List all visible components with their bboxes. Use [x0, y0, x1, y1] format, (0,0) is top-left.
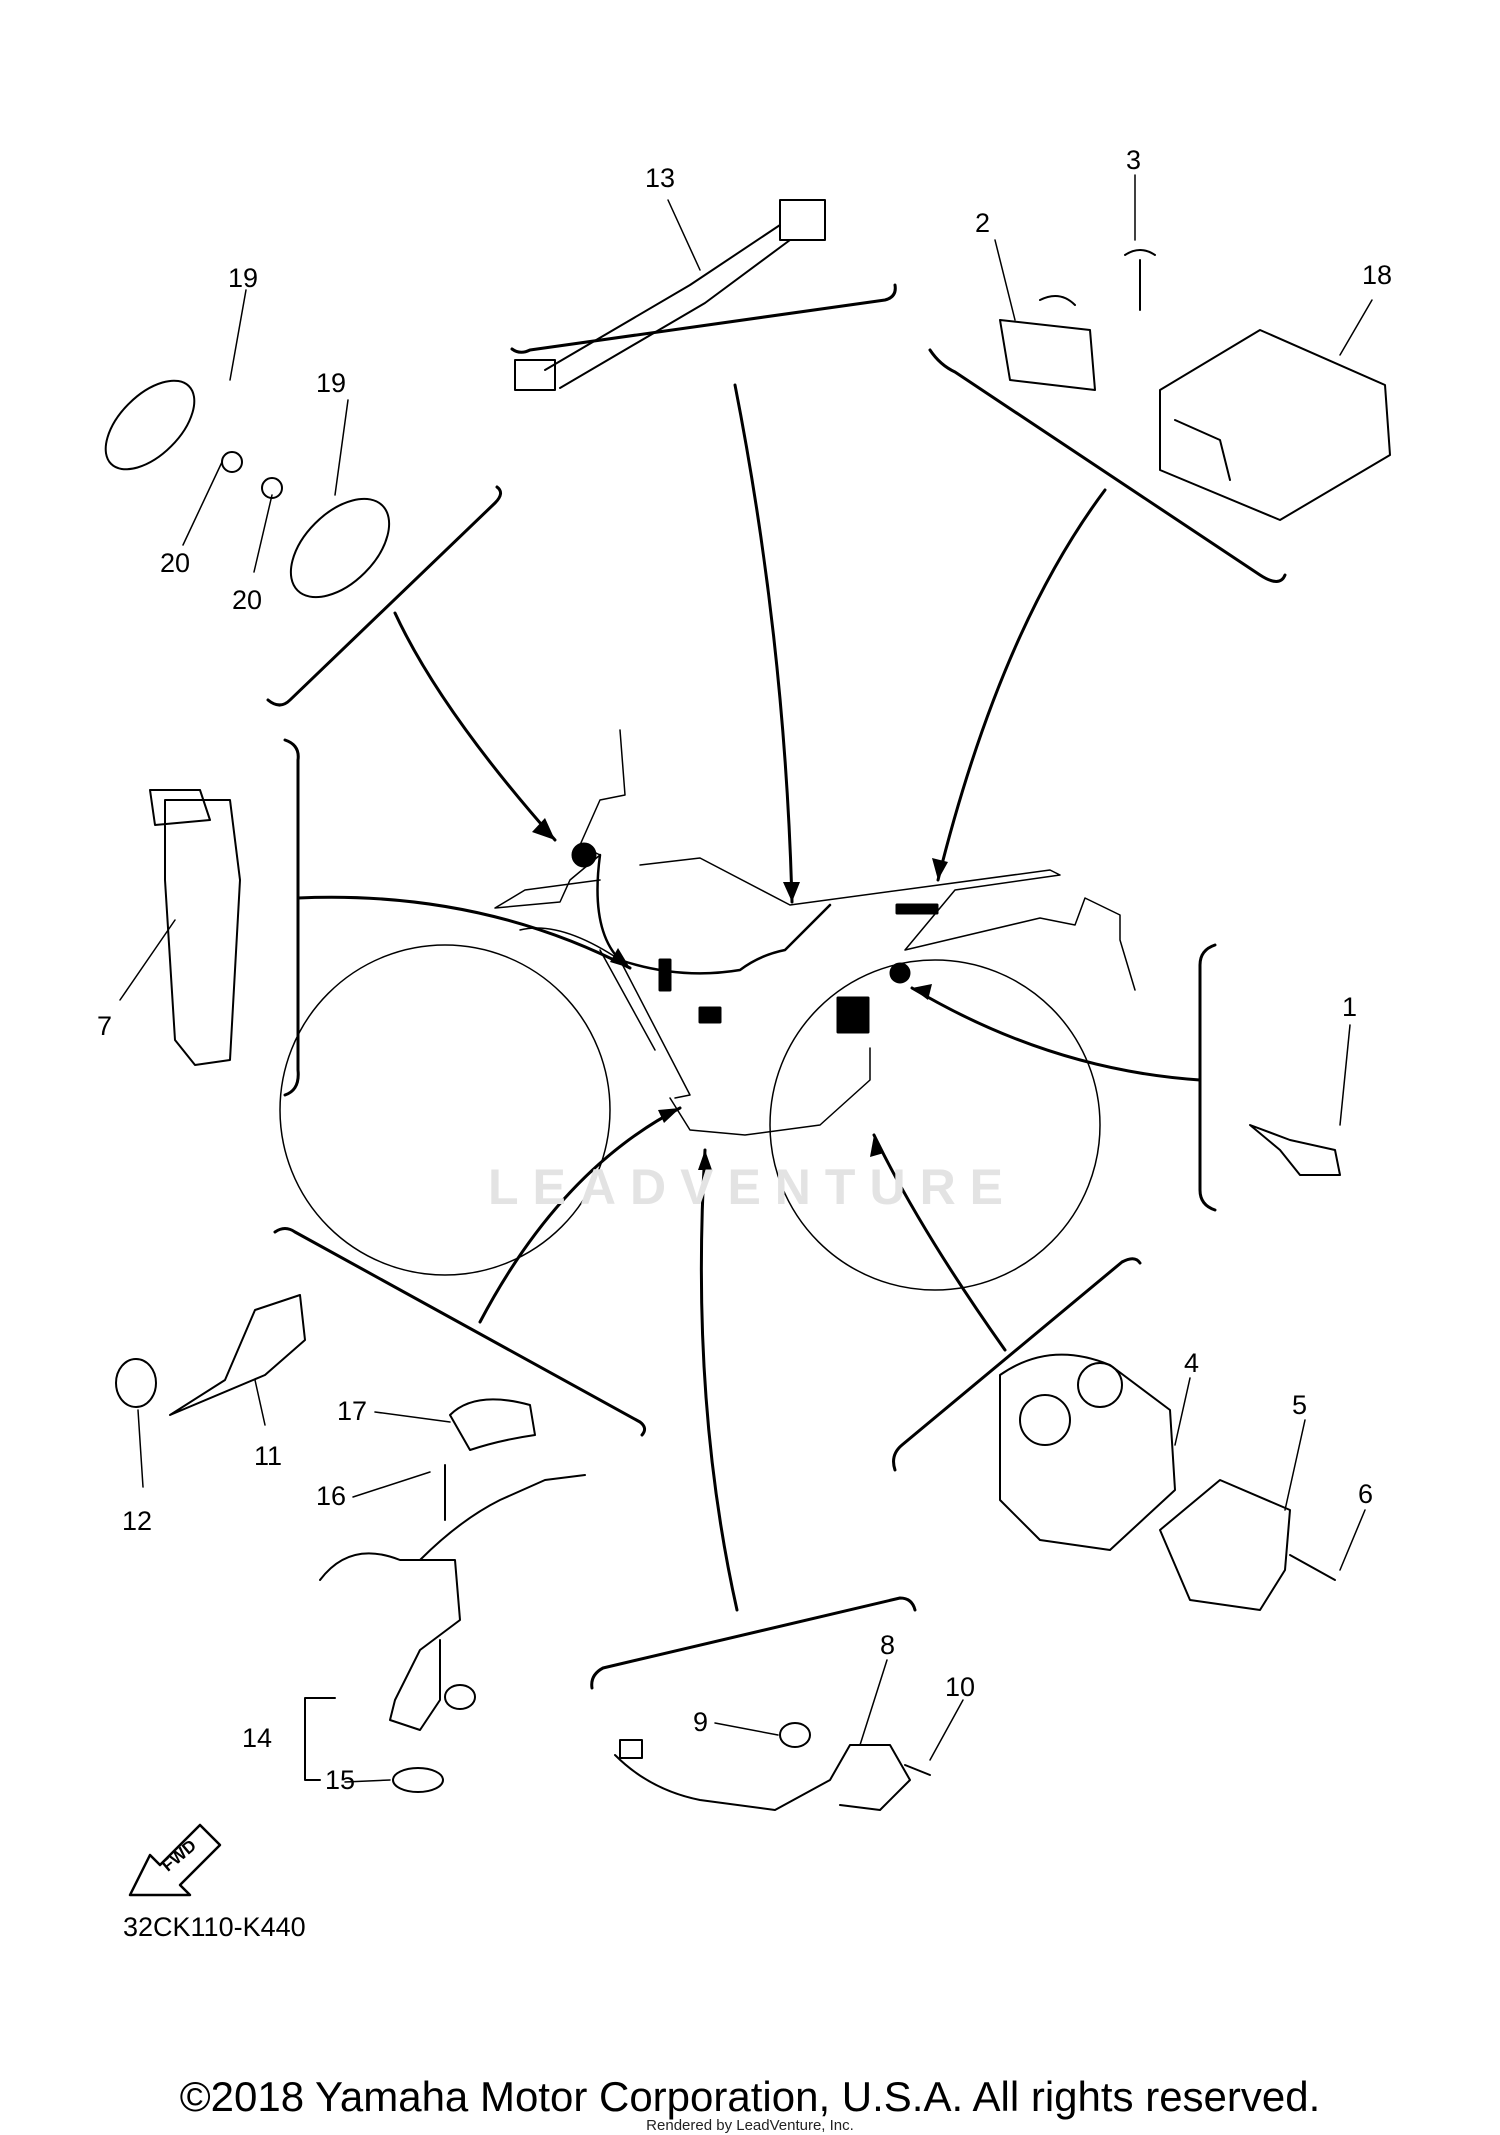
arrowhead-13	[783, 882, 800, 902]
part-11-sensor	[169, 1294, 306, 1416]
callout-20a: 20	[160, 548, 191, 578]
leader-4	[872, 1133, 1007, 1352]
part-8-sensor	[614, 1744, 911, 1811]
bracket-18	[928, 348, 1287, 583]
callout-12: 12	[122, 1506, 153, 1536]
arrowhead-7	[610, 948, 630, 968]
callout-13: 13	[645, 163, 676, 193]
arrowhead-8	[698, 1150, 712, 1170]
part-18-ecu	[1159, 329, 1391, 521]
diagram-code: 32CK110-K440	[123, 1912, 306, 1942]
leader-18	[936, 488, 1107, 882]
callout-19b: 19	[316, 368, 347, 398]
part-17-clamp	[449, 1398, 536, 1451]
callout-14-bracket	[304, 1697, 336, 1781]
callout-18: 18	[1362, 260, 1393, 290]
part-19b-reflector	[289, 497, 391, 599]
callout-8: 8	[880, 1630, 896, 1660]
bracket-8	[590, 1596, 917, 1690]
part-1-sensor	[1249, 1124, 1341, 1176]
arrowhead-11	[658, 1108, 680, 1123]
part-15-oring	[392, 1767, 444, 1793]
rear-wheel	[769, 959, 1101, 1291]
part-3-screw	[1124, 249, 1156, 311]
part-5-sensor	[1159, 1479, 1291, 1611]
part-10-bolt	[904, 1764, 931, 1776]
component-connector	[895, 903, 939, 915]
callout-2: 2	[975, 208, 991, 238]
part-13-wire	[544, 224, 791, 389]
front-wheel	[279, 944, 611, 1276]
arrowhead-19	[532, 818, 555, 840]
fwd-arrow	[128, 1823, 222, 1897]
part-14-oring	[444, 1684, 476, 1710]
leader-11	[478, 1106, 682, 1324]
component-dot-1	[571, 842, 597, 868]
part-2-body	[999, 295, 1096, 391]
part-12-gasket	[115, 1358, 157, 1408]
callout-5: 5	[1292, 1390, 1308, 1420]
leader-7	[296, 895, 632, 970]
leader-1	[910, 986, 1202, 1082]
callout-3: 3	[1126, 145, 1142, 175]
callout-4: 4	[1184, 1348, 1200, 1378]
copyright-notice: ©2018 Yamaha Motor Corporation, U.S.A. A…	[179, 2073, 1321, 2120]
part-20a-nut	[221, 451, 243, 473]
callout-19a: 19	[228, 263, 259, 293]
arrowhead-1	[912, 984, 932, 1000]
part-7-coil	[149, 789, 241, 1066]
part-19a-reflector	[104, 379, 196, 471]
callout-15: 15	[325, 1765, 356, 1795]
bike-frame	[494, 729, 1136, 1136]
arrowhead-4	[870, 1135, 884, 1157]
arrowhead-18	[932, 858, 948, 880]
rendered-by-note: Rendered by LeadVenture, Inc.	[646, 2117, 854, 2134]
leader-19	[393, 611, 557, 842]
part-9-oring	[779, 1722, 811, 1748]
part-14-sensor	[319, 1552, 461, 1731]
part-6-screw	[1289, 1554, 1336, 1581]
leader-8	[699, 1148, 739, 1612]
part-14-harness	[419, 1474, 586, 1561]
bracket-19	[266, 485, 502, 707]
component-dot-2	[889, 962, 911, 984]
bracket-13	[510, 283, 897, 354]
callout-20b: 20	[232, 585, 263, 615]
part-13-connector-a	[514, 359, 556, 391]
component-sensor	[698, 1006, 722, 1024]
wiring-harness	[596, 853, 832, 975]
component-ecu	[836, 996, 870, 1034]
callout-17: 17	[337, 1396, 368, 1426]
component-coil	[658, 958, 672, 992]
bracket-4	[892, 1257, 1142, 1472]
bracket-7	[283, 738, 300, 1097]
callout-14: 14	[242, 1723, 273, 1753]
callout-11: 11	[254, 1441, 283, 1471]
bracket-11	[273, 1227, 647, 1437]
part-4-throttle-body	[999, 1353, 1176, 1551]
part-4-bore-a	[1019, 1394, 1071, 1446]
part-4-bore-b	[1077, 1362, 1123, 1408]
callout-7: 7	[97, 1011, 113, 1041]
part-8-connector	[619, 1739, 643, 1759]
watermark: LEADVENTURE	[488, 1159, 1018, 1215]
callout-1: 1	[1342, 992, 1358, 1022]
callout-6: 6	[1358, 1479, 1374, 1509]
callout-9: 9	[693, 1707, 709, 1737]
callout-16: 16	[316, 1481, 347, 1511]
part-13-connector-b	[779, 199, 826, 241]
leader-13	[733, 383, 794, 904]
bracket-1	[1198, 943, 1217, 1212]
callout-10: 10	[945, 1672, 976, 1702]
